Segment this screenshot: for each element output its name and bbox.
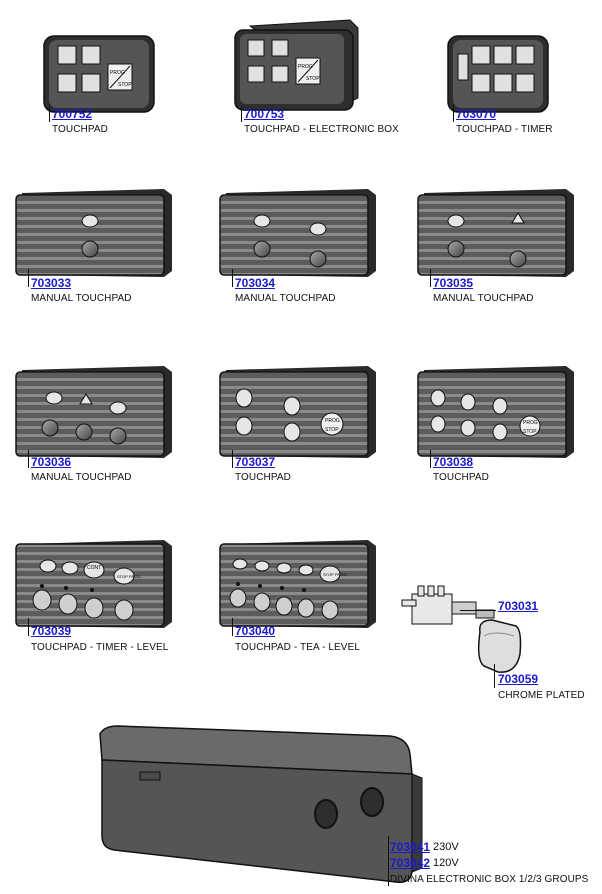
- part-703031-703059: 703031 703059 CHROME PLATED: [398, 580, 598, 704]
- part-code[interactable]: 703033: [31, 276, 72, 290]
- part-description: TOUCHPAD: [52, 124, 108, 135]
- svg-text:STOP PROG: STOP PROG: [117, 574, 141, 579]
- part-code[interactable]: 703031: [498, 599, 539, 613]
- electronic-box-illustration: [99, 725, 423, 884]
- touchpad-6-plus-prog-illustration: PROG STOP: [417, 366, 574, 458]
- svg-text:STOP PROG: STOP PROG: [323, 572, 347, 577]
- part-code[interactable]: 703038: [433, 455, 474, 469]
- part-703036: 703036 MANUAL TOUCHPAD: [14, 362, 174, 486]
- touchpad-4-plus-prog-illustration: PROG STOP: [219, 366, 376, 458]
- svg-text:PROG: PROG: [110, 70, 125, 76]
- switch-and-knob-illustration: [401, 585, 522, 673]
- manual-touchpad-2-illustration: [219, 189, 376, 277]
- manual-touchpad-3-illustration: [15, 366, 172, 458]
- svg-text:PROG: PROG: [298, 64, 313, 70]
- svg-text:CONT: CONT: [87, 565, 101, 571]
- part-code[interactable]: 703040: [235, 624, 276, 638]
- manual-touchpad-1-illustration: [15, 189, 172, 277]
- voltage-label: 230V: [433, 841, 459, 853]
- part-code[interactable]: 700752: [52, 107, 93, 121]
- part-code[interactable]: 700753: [244, 107, 285, 121]
- part-code[interactable]: 703059: [498, 672, 539, 686]
- svg-text:STOP: STOP: [325, 427, 339, 433]
- part-description: TOUCHPAD: [433, 472, 489, 483]
- part-description: TOUCHPAD: [235, 472, 291, 483]
- part-description: TOUCHPAD - TEA - LEVEL: [235, 642, 361, 653]
- part-code[interactable]: 703042: [390, 856, 431, 870]
- manual-touchpad-tea-illustration: [417, 189, 574, 277]
- part-703035: 703035 MANUAL TOUCHPAD: [416, 185, 576, 305]
- svg-text:PROG: PROG: [523, 420, 538, 426]
- svg-text:STOP: STOP: [523, 429, 537, 435]
- part-description: MANUAL TOUCHPAD: [433, 293, 534, 304]
- part-703037: PROG STOP 703037 TOUCHPAD: [218, 362, 378, 486]
- svg-text:STOP: STOP: [306, 76, 320, 82]
- part-description: TOUCHPAD - TIMER: [456, 124, 553, 135]
- part-description: TOUCHPAD - ELECTRONIC BOX: [244, 124, 399, 135]
- voltage-label: 120V: [433, 857, 459, 869]
- part-703070: 703070 TOUCHPAD - TIMER: [446, 34, 576, 138]
- svg-text:PROG: PROG: [325, 418, 340, 424]
- part-description: MANUAL TOUCHPAD: [31, 472, 132, 483]
- part-703040: STOP PROG 703040 TOUCHPAD - TEA - LEVEL: [218, 536, 378, 658]
- part-703034: 703034 MANUAL TOUCHPAD: [218, 185, 378, 305]
- part-703039: CONT STOP PROG 703039 TOUCHPAD - TIMER -…: [14, 536, 174, 658]
- part-code[interactable]: 703041: [390, 840, 431, 854]
- part-code[interactable]: 703035: [433, 276, 474, 290]
- part-703038: PROG STOP 703038 TOUCHPAD: [416, 362, 576, 486]
- part-code[interactable]: 703036: [31, 455, 72, 469]
- part-description: TOUCHPAD - TIMER - LEVEL: [31, 642, 169, 653]
- part-700752: PROG STOP 700752 TOUCHPAD: [40, 34, 160, 138]
- part-code[interactable]: 703034: [235, 276, 276, 290]
- part-description: CHROME PLATED: [498, 690, 585, 701]
- touchpad-timer-illustration: [447, 35, 549, 113]
- part-description: DIVINA ELECTRONIC BOX 1/2/3 GROUPS: [390, 874, 589, 885]
- touchpad-timer-level-illustration: CONT STOP PROG: [15, 540, 172, 628]
- electronic-box: 703041 230V 703042 120V DIVINA ELECTRONI…: [90, 720, 600, 890]
- part-code[interactable]: 703070: [456, 107, 497, 121]
- part-description: MANUAL TOUCHPAD: [235, 293, 336, 304]
- part-703033: 703033 MANUAL TOUCHPAD: [14, 185, 174, 305]
- part-700753: PROG STOP 700753 TOUCHPAD - ELECTRONIC B…: [232, 18, 402, 138]
- part-code[interactable]: 703037: [235, 455, 276, 469]
- part-code[interactable]: 703039: [31, 624, 72, 638]
- touchpad-4key-illustration: PROG STOP: [43, 35, 155, 113]
- touchpad-electronic-box-illustration: PROG STOP: [234, 19, 359, 111]
- part-description: MANUAL TOUCHPAD: [31, 293, 132, 304]
- touchpad-tea-level-illustration: STOP PROG: [219, 540, 376, 628]
- svg-text:STOP: STOP: [118, 82, 132, 88]
